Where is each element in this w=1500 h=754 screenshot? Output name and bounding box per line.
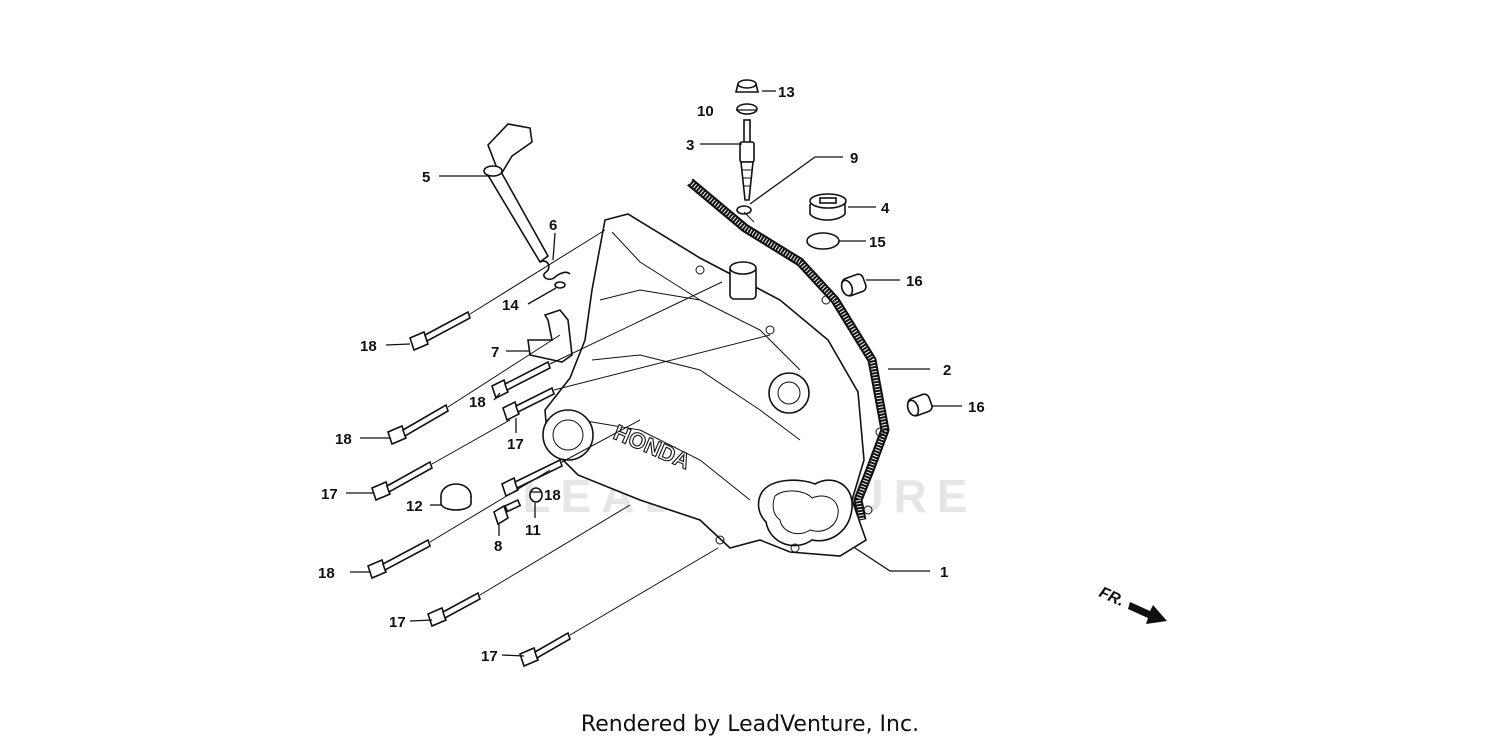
small-washer xyxy=(736,205,752,215)
callout-15: 15 xyxy=(869,234,886,251)
bolt xyxy=(367,538,431,580)
callout-16: 16 xyxy=(906,273,923,290)
callout-7: 7 xyxy=(491,344,499,361)
callout-5: 5 xyxy=(422,169,430,186)
callout-2: 2 xyxy=(943,362,951,379)
callout-12: 12 xyxy=(406,498,423,515)
callout-14: 14 xyxy=(502,297,519,314)
return-spring xyxy=(539,260,571,281)
spindle xyxy=(739,119,755,201)
callout-labels: 13 10 3 9 4 15 5 6 14 16 18 7 2 18 16 18… xyxy=(318,84,985,665)
cap-nut xyxy=(734,79,760,93)
bolt xyxy=(502,386,555,422)
callout-17: 17 xyxy=(389,614,406,631)
front-direction-label: FR. xyxy=(1096,584,1126,610)
callout-1: 1 xyxy=(940,564,948,581)
callout-16: 16 xyxy=(968,399,985,416)
bolt xyxy=(371,460,433,502)
callout-8: 8 xyxy=(494,538,502,555)
bracket xyxy=(527,309,573,363)
dowel-pin xyxy=(906,393,933,417)
crankcase-cover: HONDA xyxy=(542,213,885,557)
callout-18: 18 xyxy=(360,338,377,355)
callout-4: 4 xyxy=(881,200,890,217)
clutch-lifter-arm xyxy=(483,123,550,264)
callout-18: 18 xyxy=(544,487,561,504)
bolt xyxy=(427,591,481,628)
callout-18: 18 xyxy=(318,565,335,582)
callout-6: 6 xyxy=(549,217,557,234)
callout-18: 18 xyxy=(469,394,486,411)
small-washer xyxy=(554,281,566,289)
render-credit: Rendered by LeadVenture, Inc. xyxy=(580,712,920,737)
callout-18: 18 xyxy=(335,431,352,448)
bolt xyxy=(491,360,551,400)
sealing-washer xyxy=(529,487,543,503)
callout-3: 3 xyxy=(686,137,694,154)
o-ring xyxy=(806,232,840,250)
assembly-guide-lines xyxy=(429,211,771,636)
bolt xyxy=(519,631,571,668)
callout-9: 9 xyxy=(850,150,858,167)
callout-17: 17 xyxy=(481,648,498,665)
callout-10: 10 xyxy=(697,103,714,120)
cap xyxy=(440,483,472,511)
bolt xyxy=(387,403,449,446)
callout-17: 17 xyxy=(321,486,338,503)
bolt xyxy=(409,310,471,352)
leader-lines xyxy=(346,90,962,657)
callout-17: 17 xyxy=(507,436,524,453)
flange-bolt xyxy=(493,499,522,526)
callout-11: 11 xyxy=(525,522,541,539)
washer xyxy=(736,103,758,115)
dowel-pin xyxy=(840,273,867,297)
arrow-icon xyxy=(1128,602,1167,624)
oil-filler-cap xyxy=(809,193,847,221)
gasket xyxy=(687,178,890,521)
callout-13: 13 xyxy=(778,84,795,101)
front-direction-arrow: FR. xyxy=(1096,584,1167,624)
